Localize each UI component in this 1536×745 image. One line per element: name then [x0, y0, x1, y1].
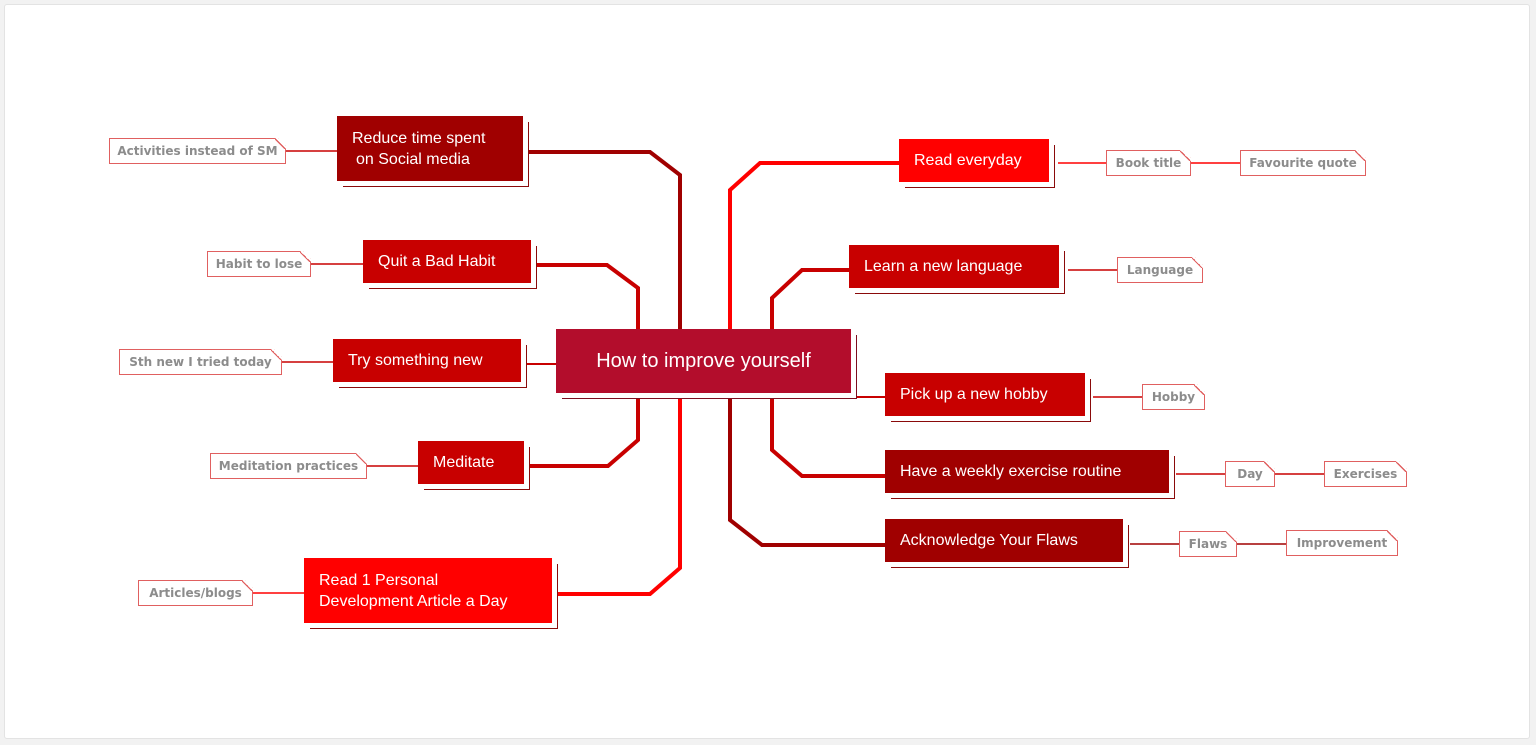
- topic-weekly-exercise[interactable]: Have a weekly exercise routine: [885, 450, 1169, 493]
- topic-label: Learn a new language: [864, 258, 1023, 275]
- tag-articles-blogs[interactable]: Articles/blogs: [138, 580, 253, 606]
- topic-read-everyday[interactable]: Read everyday: [899, 139, 1049, 182]
- tag-book-title[interactable]: Book title: [1106, 150, 1191, 176]
- tag-favourite-quote[interactable]: Favourite quote: [1240, 150, 1366, 176]
- tag-flaws[interactable]: Flaws: [1179, 531, 1237, 557]
- topic-quit-bad-habit[interactable]: Quit a Bad Habit: [363, 240, 531, 283]
- link-read-article: [557, 397, 682, 596]
- topic-learn-language[interactable]: Learn a new language: [849, 245, 1059, 288]
- link-read-everyday: [728, 161, 900, 335]
- tag-hobby[interactable]: Hobby: [1142, 384, 1205, 410]
- topic-try-something-new[interactable]: Try something new: [333, 339, 521, 382]
- tag-meditation-practices[interactable]: Meditation practices: [210, 453, 367, 479]
- tag-activities-instead-of-sm[interactable]: Activities instead of SM: [109, 138, 286, 164]
- link-exercise: [770, 397, 886, 478]
- topic-label-line: Reduce time spent: [352, 129, 486, 147]
- topic-label: Meditate: [433, 454, 495, 471]
- topic-label: Quit a Bad Habit: [378, 253, 496, 270]
- central-topic[interactable]: How to improve yourself: [556, 329, 851, 393]
- topic-label: Pick up a new hobby: [900, 386, 1048, 403]
- central-topic-label: How to improve yourself: [596, 349, 811, 372]
- topic-label-line: on Social media: [356, 150, 470, 168]
- topic-reduce-social-media[interactable]: Reduce time spent on Social media: [337, 116, 523, 181]
- link-flaws: [728, 397, 886, 547]
- tag-improvement[interactable]: Improvement: [1286, 530, 1398, 556]
- topic-label: Try something new: [348, 352, 483, 369]
- topic-label-line: Read 1 Personal: [319, 571, 439, 589]
- link-language: [770, 268, 850, 335]
- topic-read-article[interactable]: Read 1 Personal Development Article a Da…: [304, 558, 552, 623]
- link-social-media: [525, 150, 682, 335]
- tag-habit-to-lose[interactable]: Habit to lose: [207, 251, 311, 277]
- topic-label-line: Development Article a Day: [319, 592, 508, 610]
- topic-label: Have a weekly exercise routine: [900, 463, 1122, 480]
- topic-label: Read everyday: [914, 152, 1022, 169]
- link-bad-habit: [535, 263, 640, 335]
- link-meditate: [528, 397, 640, 468]
- topic-meditate[interactable]: Meditate: [418, 441, 524, 484]
- topic-pick-up-hobby[interactable]: Pick up a new hobby: [885, 373, 1085, 416]
- tag-sth-new-tried[interactable]: Sth new I tried today: [119, 349, 282, 375]
- tag-language[interactable]: Language: [1117, 257, 1203, 283]
- tag-day[interactable]: Day: [1225, 461, 1275, 487]
- topic-acknowledge-flaws[interactable]: Acknowledge Your Flaws: [885, 519, 1123, 562]
- tag-exercises[interactable]: Exercises: [1324, 461, 1407, 487]
- topic-label: Acknowledge Your Flaws: [900, 532, 1078, 549]
